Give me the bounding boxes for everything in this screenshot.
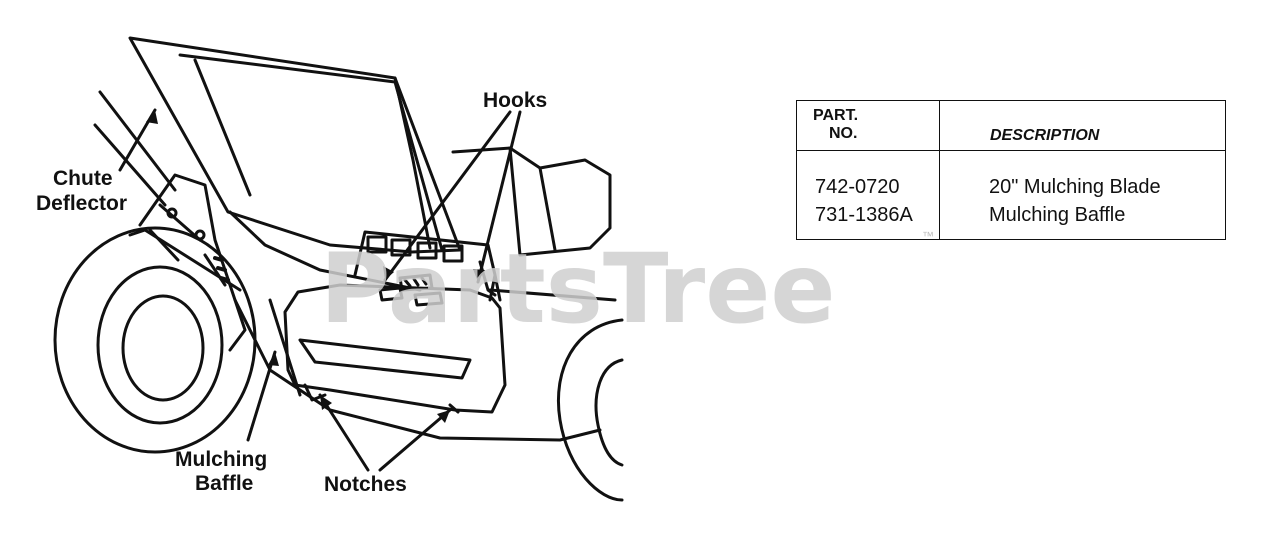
parts-table: PART. NO. DESCRIPTION 742-0720 731-1386A… <box>796 100 1226 240</box>
left-wheel <box>53 226 257 454</box>
label-notches: Notches <box>324 473 407 496</box>
chute-deflector-shape <box>128 36 462 254</box>
part-no-cell: 742-0720 <box>815 176 900 198</box>
part-no-cell: 731-1386A <box>815 204 913 226</box>
header-part-no-line1: PART. <box>813 107 859 124</box>
description-column: 20" Mulching Blade Mulching Baffle <box>940 151 1225 239</box>
label-chute-deflector-line2: Deflector <box>36 192 127 215</box>
part-no-column: 742-0720 731-1386A <box>797 151 940 239</box>
description-cell: 20" Mulching Blade <box>989 176 1161 198</box>
header-part-no: PART. NO. <box>797 101 940 151</box>
chute-hinge-bracket <box>138 173 247 352</box>
mower-deck <box>228 210 617 442</box>
leader-arrowheads <box>146 110 485 423</box>
header-part-no-line2: NO. <box>829 125 858 142</box>
label-mulching-baffle-line2: Baffle <box>195 472 253 495</box>
leader-lines <box>118 108 522 472</box>
label-hooks: Hooks <box>483 89 547 112</box>
label-mulching-baffle-line1: Mulching <box>175 448 267 471</box>
mulching-baffle-shape <box>283 283 507 414</box>
right-wheel <box>556 318 624 502</box>
engine-housing <box>451 146 612 257</box>
watermark-text: PartsTree <box>320 233 835 345</box>
label-chute-deflector-line1: Chute <box>53 167 113 190</box>
description-cell: Mulching Baffle <box>989 204 1126 226</box>
header-description: DESCRIPTION <box>940 101 1225 151</box>
